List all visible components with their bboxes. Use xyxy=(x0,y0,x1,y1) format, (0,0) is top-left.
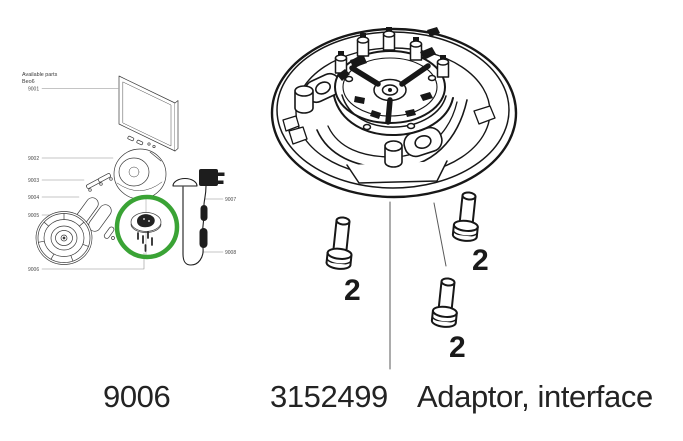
ref-9008: 9008 xyxy=(225,250,236,256)
overview-diagram: Available parts Beo6 9001 9002 9003 9004… xyxy=(22,72,236,273)
adaptor-drawing: 2 2 2 xyxy=(270,27,518,370)
part-brackets xyxy=(86,173,113,192)
part-wheel xyxy=(35,211,93,265)
pointer-lines xyxy=(389,201,447,370)
part-power-plug xyxy=(199,169,225,186)
ref-9003: 9003 xyxy=(28,178,39,184)
screw-1-qty: 2 xyxy=(344,274,361,307)
part-housing xyxy=(113,148,167,200)
screw-3-qty: 2 xyxy=(449,331,466,364)
screw-2 xyxy=(451,191,479,242)
part-adaptor-small xyxy=(130,212,162,252)
guide-post-left xyxy=(294,85,314,114)
guide-post-bottom xyxy=(384,140,403,168)
footer-part-name: Adaptor, interface xyxy=(417,379,653,414)
footer-part-number: 3152499 xyxy=(270,379,388,414)
ref-9002: 9002 xyxy=(28,156,39,162)
model-label: Beo6 xyxy=(22,79,35,85)
screw-2-qty: 2 xyxy=(472,244,489,277)
connector-pins xyxy=(334,27,450,78)
ref-9005: 9005 xyxy=(28,213,39,219)
connector-assembly xyxy=(333,27,454,137)
ref-9007: 9007 xyxy=(225,197,236,203)
ref-9004: 9004 xyxy=(28,195,39,201)
footer-part-ref: 9006 xyxy=(103,379,171,414)
screw-1 xyxy=(325,216,353,270)
ref-9001: 9001 xyxy=(28,87,39,93)
available-parts-label: Available parts xyxy=(22,72,58,78)
assembly-details xyxy=(337,27,440,119)
part-cable xyxy=(172,177,208,266)
highlight-circle xyxy=(114,194,180,260)
mount-tab-left xyxy=(304,72,342,104)
screw-3 xyxy=(430,277,458,328)
part-screen xyxy=(118,75,179,152)
ref-9006: 9006 xyxy=(28,267,39,273)
